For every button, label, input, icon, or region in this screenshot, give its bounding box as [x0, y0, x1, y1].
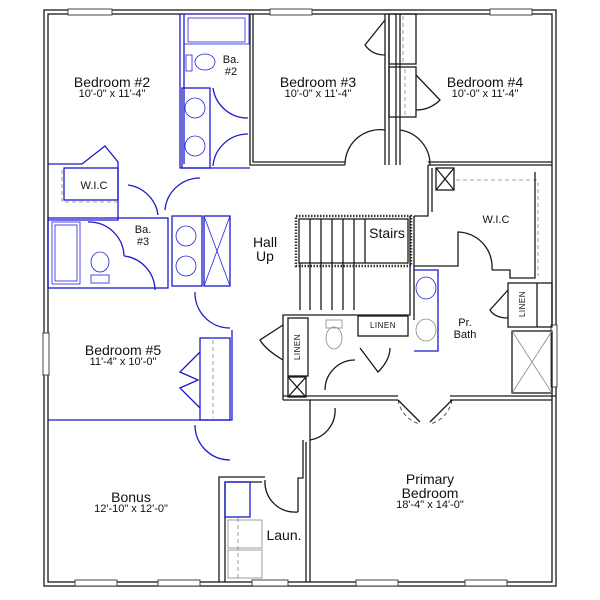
wic-left-walls [48, 145, 119, 221]
pr-bath-line1: Pr. [458, 317, 472, 329]
bath-2-line2: #2 [224, 65, 238, 78]
upper-bedroom-walls [249, 13, 552, 166]
room-name: Bonus [111, 489, 151, 505]
pr-bath-line2: Bath [453, 328, 477, 341]
room-name: Bedroom #4 [446, 74, 524, 90]
room-label-bonus: Bonus 12'-10" x 12'-0" [94, 490, 168, 515]
label-primary-bath: Pr. Bath [453, 317, 477, 341]
room-name: Bedroom #5 [84, 342, 162, 358]
label-bath-3: Ba. #3 [134, 224, 152, 248]
label-hall: Hall Up [253, 235, 277, 263]
room-name-line2: Bedroom [401, 485, 459, 501]
label-stairs: Stairs [369, 225, 405, 241]
room-label-primary-bedroom: Primary Bedroom 18'-4" x 14'-0" [396, 472, 464, 511]
room-name: Bedroom #3 [279, 74, 357, 90]
room-dimensions: 10'-0" x 11'-4" [284, 88, 352, 100]
bedroom5-walls [48, 291, 233, 461]
bath-3-line1: Ba. [134, 224, 152, 236]
bath3-walls [47, 177, 231, 291]
room-dimensions: 12'-10" x 12'-0" [94, 503, 168, 515]
label-wic-right: W.I.C [482, 214, 510, 226]
room-dimensions: 10'-0" x 11'-4" [451, 88, 519, 100]
label-linen-left: LINEN [293, 333, 302, 361]
label-linen-center: LINEN [369, 321, 397, 330]
primary-vanity [414, 269, 439, 352]
windows [42, 8, 558, 587]
label-linen-right: LINEN [518, 290, 527, 318]
bath-3-line2: #3 [136, 235, 150, 248]
hall-line1: Hall [252, 234, 278, 250]
room-dimensions: 11'-4" x 10'-0" [89, 356, 157, 368]
room-name-line1: Primary [405, 471, 455, 487]
room-label-bedroom-5: Bedroom #5 11'-4" x 10'-0" [85, 343, 161, 368]
bath2-walls [179, 13, 250, 169]
hall-bath-linen [259, 315, 409, 398]
bath-2-line1: Ba. [222, 54, 240, 66]
laundry-walls [218, 400, 336, 582]
room-name: Bedroom #2 [73, 74, 151, 90]
room-dimensions: 10'-0" x 11'-4" [78, 88, 146, 100]
label-wic-left: W.I.C [80, 180, 108, 192]
label-laundry: Laun. [266, 527, 302, 543]
label-bath-2: Ba. #2 [222, 54, 240, 78]
room-dimensions: 18'-4" x 14'-0" [396, 499, 464, 511]
hall-line2: Up [256, 248, 274, 264]
stair-walls [282, 165, 433, 400]
room-label-bedroom-4: Bedroom #4 10'-0" x 11'-4" [447, 75, 523, 100]
room-label-bedroom-3: Bedroom #3 10'-0" x 11'-4" [280, 75, 356, 100]
primary-suite-walls [283, 167, 556, 425]
room-label-bedroom-2: Bedroom #2 10'-0" x 11'-4" [74, 75, 150, 100]
